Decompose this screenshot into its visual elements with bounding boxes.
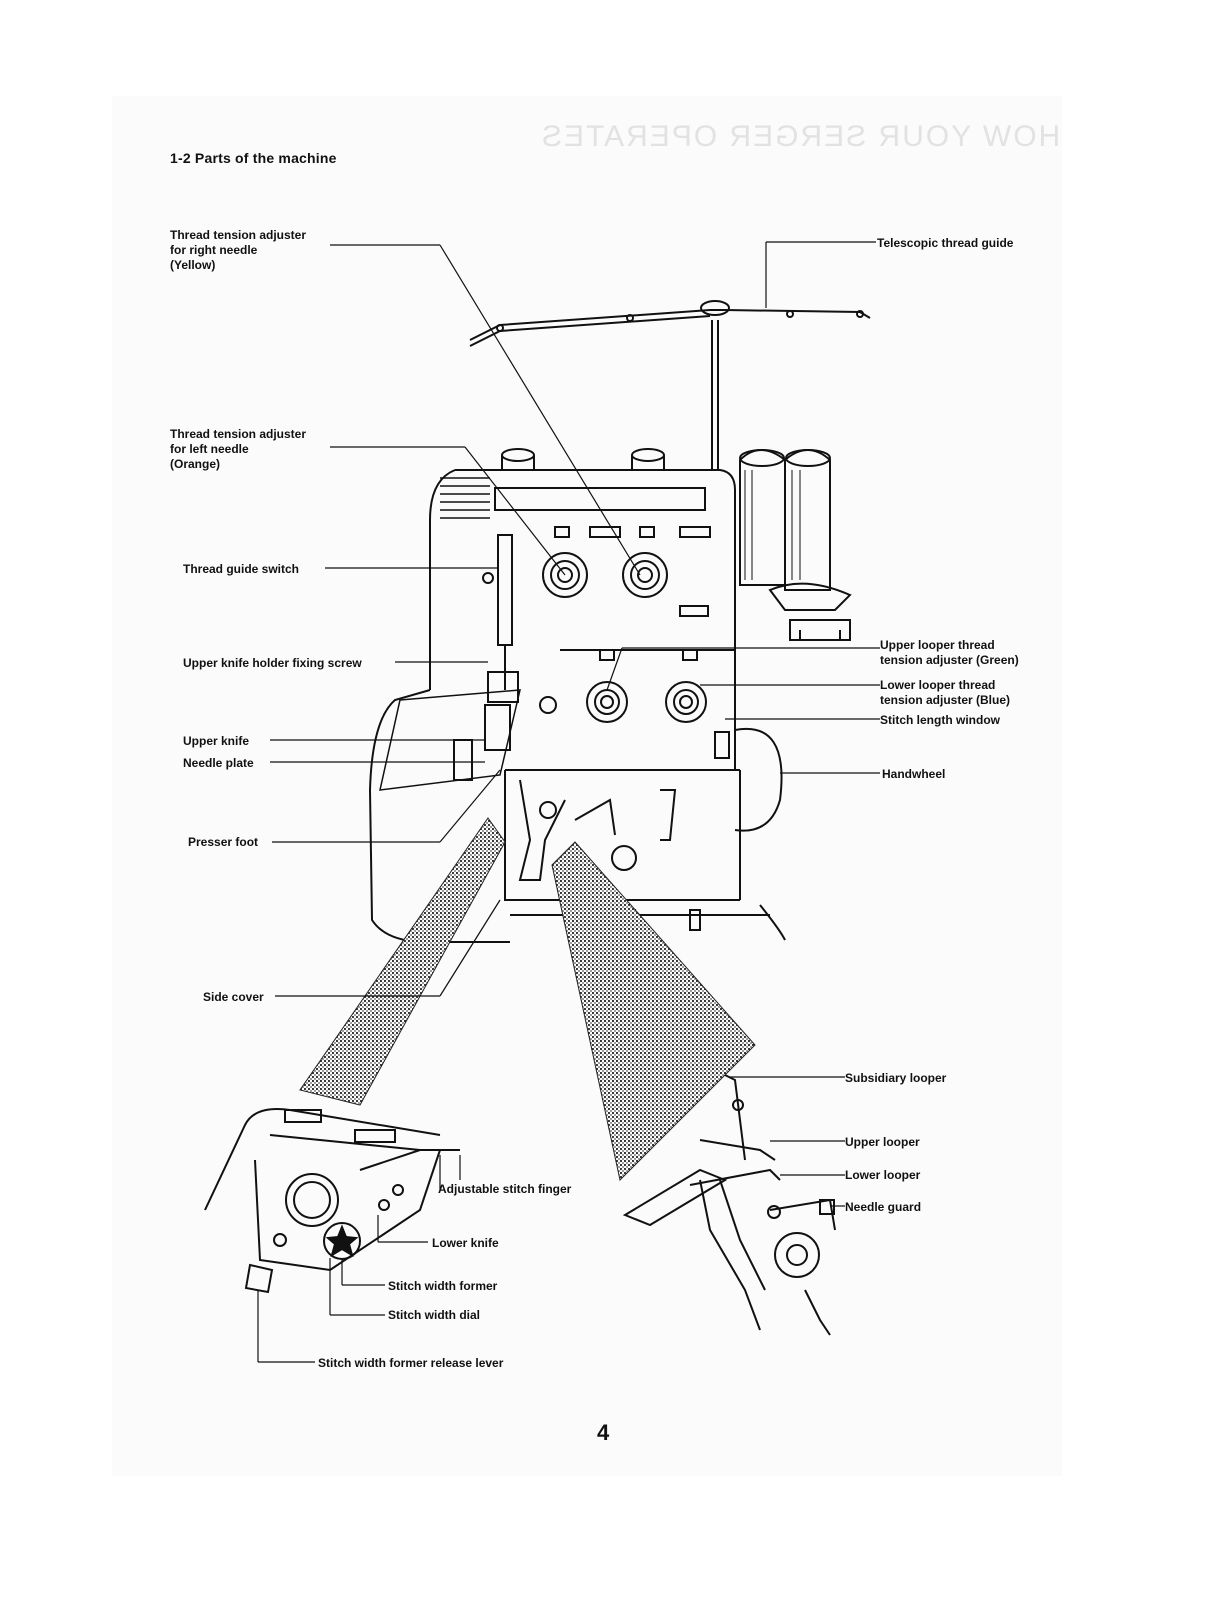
detail-beam-right [551, 841, 756, 1182]
label-stitch-width-former-release-lever: Stitch width former release lever [318, 1356, 504, 1370]
label-needle-guard: Needle guard [845, 1200, 922, 1214]
label-side-cover: Side cover [203, 990, 264, 1004]
machine-body [368, 469, 786, 943]
page-number: 4 [597, 1420, 610, 1445]
page-sheet [112, 96, 1062, 1476]
label-lower-knife: Lower knife [432, 1236, 499, 1250]
label-adjustable-stitch-finger: Adjustable stitch finger [438, 1182, 572, 1196]
telescopic-thread-guide-part [469, 300, 871, 470]
inset-looper-mechanism [622, 1074, 836, 1336]
label-stitch-width-dial: Stitch width dial [388, 1308, 480, 1322]
label-upper-looper: Upper looper [845, 1135, 920, 1149]
label-thread-guide-switch: Thread guide switch [183, 562, 300, 576]
label-handwheel: Handwheel [882, 767, 946, 781]
leader-lines [257, 241, 880, 1363]
spool-holders [501, 448, 665, 470]
label-needle-plate: Needle plate [183, 756, 254, 770]
label-upper-looper-tension: Upper looper thread tension adjuster (Gr… [880, 638, 1019, 667]
thread-cones [739, 449, 852, 641]
label-right-needle-tension: Thread tension adjuster for right needle… [170, 228, 307, 272]
label-subsidiary-looper: Subsidiary looper [845, 1071, 947, 1085]
label-presser-foot: Presser foot [188, 835, 259, 849]
label-stitch-length-window: Stitch length window [880, 713, 1000, 727]
label-stitch-width-former: Stitch width former [388, 1279, 498, 1293]
inset-stitch-width-mechanism [204, 1108, 460, 1294]
label-telescopic-thread-guide: Telescopic thread guide [877, 236, 1014, 250]
page-title: 1-2 Parts of the machine [170, 150, 337, 166]
label-upper-knife: Upper knife [183, 734, 250, 748]
label-lower-looper: Lower looper [845, 1168, 921, 1182]
label-upper-knife-holder-screw: Upper knife holder fixing screw [183, 656, 362, 670]
detail-beam-left [299, 817, 506, 1106]
label-left-needle-tension: Thread tension adjuster for left needle … [170, 427, 307, 471]
label-lower-looper-tension: Lower looper thread tension adjuster (Bl… [880, 678, 1011, 707]
